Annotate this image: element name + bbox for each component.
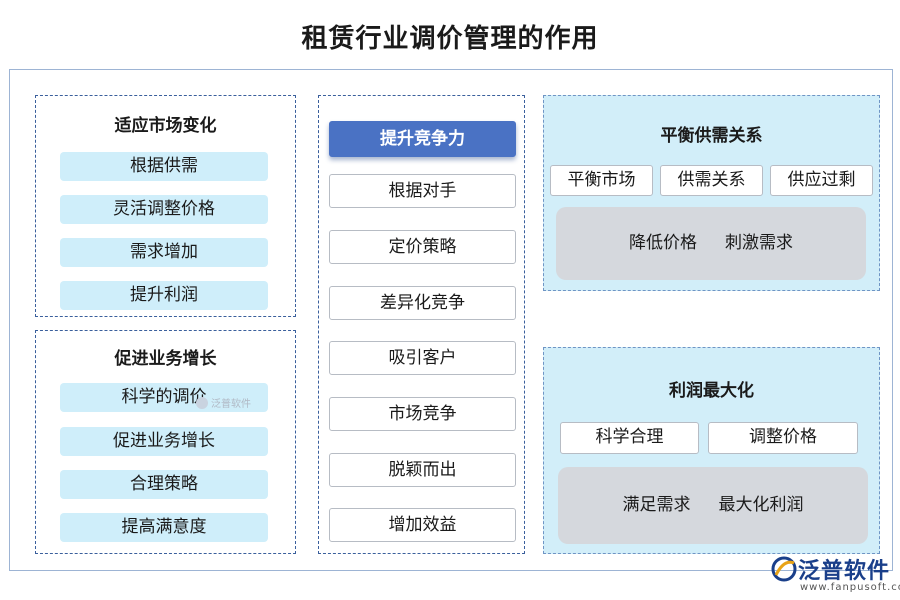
mid-item: 增加效益 (329, 508, 516, 542)
logo-name: 泛普软件 (798, 559, 891, 584)
page-title: 租赁行业调价管理的作用 (301, 24, 599, 54)
grey-item: 刺激需求 (725, 233, 793, 253)
pill-item: 需求增加 (60, 238, 268, 267)
tag-item: 平衡市场 (550, 165, 653, 196)
grey-box: 满足需求 最大化利润 (558, 467, 868, 544)
mid-item: 定价策略 (329, 230, 516, 264)
grey-box: 降低价格 刺激需求 (556, 207, 866, 280)
pill-item: 根据供需 (60, 152, 268, 181)
panel-title: 适应市场变化 (114, 116, 217, 136)
panel-title: 促进业务增长 (114, 349, 217, 369)
grey-item: 降低价格 (629, 233, 697, 253)
tag-item: 供需关系 (660, 165, 763, 196)
panel-competitiveness: 提升竞争力 根据对手 定价策略 差异化竞争 吸引客户 市场竞争 脱颖而出 增加效… (318, 95, 525, 554)
pill-item: 合理策略 (60, 470, 268, 499)
tag-item: 供应过剩 (770, 165, 873, 196)
mid-item: 脱颖而出 (329, 453, 516, 487)
panel-market-adapt: 适应市场变化 根据供需 灵活调整价格 需求增加 提升利润 (35, 95, 296, 317)
panel-business-growth: 促进业务增长 科学的调价 促进业务增长 合理策略 提高满意度 (35, 330, 296, 554)
watermark-text: 泛普软件 (211, 399, 251, 410)
pill-item: 提高满意度 (60, 513, 268, 542)
pill-item: 科学的调价 (60, 383, 268, 412)
watermark-logo-icon (196, 396, 208, 409)
pill-item: 灵活调整价格 (60, 195, 268, 224)
mid-item: 吸引客户 (329, 341, 516, 375)
mid-item: 差异化竞争 (329, 286, 516, 320)
mid-item: 根据对手 (329, 174, 516, 208)
panel-supply-demand: 平衡供需关系 平衡市场 供需关系 供应过剩 降低价格 刺激需求 (543, 95, 880, 291)
fanpu-logo-icon (771, 556, 797, 582)
logo-url: www.fanpusoft.com (800, 582, 900, 593)
competitiveness-header: 提升竞争力 (329, 121, 516, 157)
panel-title: 利润最大化 (669, 381, 754, 401)
grey-item: 满足需求 (622, 495, 691, 515)
tag-item: 科学合理 (560, 422, 699, 454)
tag-item: 调整价格 (708, 422, 858, 454)
watermark: 泛普软件 (196, 395, 251, 410)
grey-item: 最大化利润 (718, 495, 804, 515)
mid-item: 市场竞争 (329, 397, 516, 431)
pill-item: 提升利润 (60, 281, 268, 310)
panel-profit-max: 利润最大化 科学合理 调整价格 满足需求 最大化利润 (543, 347, 880, 554)
pill-item: 促进业务增长 (60, 427, 268, 456)
panel-title: 平衡供需关系 (660, 126, 763, 146)
brand-logo: 泛普软件 (770, 553, 890, 585)
diagram-frame (9, 69, 893, 571)
